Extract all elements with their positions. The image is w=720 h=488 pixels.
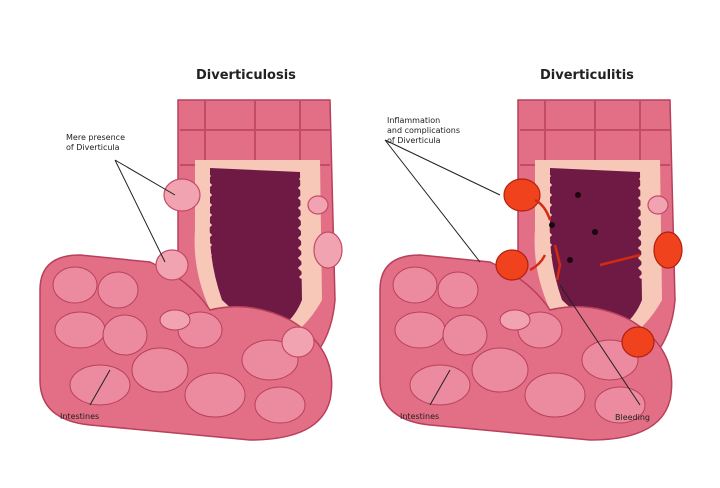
perforation-spot bbox=[549, 222, 555, 228]
lumen-folds bbox=[542, 173, 648, 280]
intestine-lobes bbox=[52, 266, 306, 424]
lumen bbox=[209, 168, 302, 335]
label-intestines-right: Intestines bbox=[400, 412, 440, 421]
colon-diverticulitis bbox=[379, 99, 683, 441]
lumen bbox=[549, 168, 642, 335]
label-bleeding: Bleeding bbox=[615, 413, 651, 422]
bleeding-streaks bbox=[529, 198, 641, 281]
colon-diverticulosis bbox=[39, 99, 343, 441]
callout-inflammation: Inflammation and complications of Divert… bbox=[387, 116, 460, 145]
inflammation-and-bleeding bbox=[529, 192, 641, 406]
perforation-spot bbox=[592, 229, 598, 235]
label-intestines-left: Intestines bbox=[60, 412, 100, 421]
perforation-spot bbox=[567, 257, 573, 263]
callout-leader-lines bbox=[384, 139, 501, 406]
title-diverticulitis: Diverticulitis bbox=[540, 68, 634, 83]
title-diverticulosis: Diverticulosis bbox=[196, 68, 296, 83]
bleeding-leader-line bbox=[559, 284, 641, 406]
intestine-lobes bbox=[392, 266, 646, 424]
callout-mere-presence: Mere presence of Diverticula bbox=[66, 133, 125, 152]
lumen-folds bbox=[202, 173, 308, 280]
diverticula-pouches bbox=[155, 178, 343, 358]
perforation-spot bbox=[575, 192, 581, 198]
diverticula-pouches bbox=[495, 178, 683, 358]
callout-leader-lines bbox=[89, 159, 176, 406]
